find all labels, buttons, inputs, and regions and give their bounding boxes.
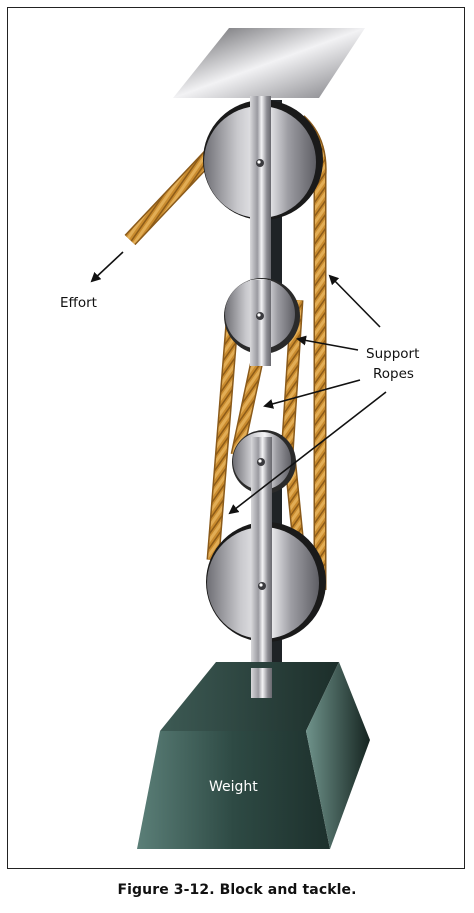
support-label-line1: Support <box>366 346 419 362</box>
support-label-line2: Ropes <box>373 366 414 382</box>
effort-arrow <box>90 251 124 283</box>
support-arrow-1 <box>328 274 381 328</box>
weight-block-front <box>137 731 330 849</box>
weight-block-side <box>306 662 370 849</box>
figure-caption: Figure 3-12. Block and tackle. <box>117 882 357 898</box>
lower-block-strap <box>251 437 272 697</box>
ceiling-support-plate <box>173 28 365 98</box>
support-arrow-4 <box>228 391 387 515</box>
support-arrow-2 <box>296 335 359 351</box>
effort-label: Effort <box>60 295 97 311</box>
support-arrow-3 <box>263 379 361 409</box>
weight-block-top <box>160 662 339 731</box>
weight-label: Weight <box>209 779 258 795</box>
